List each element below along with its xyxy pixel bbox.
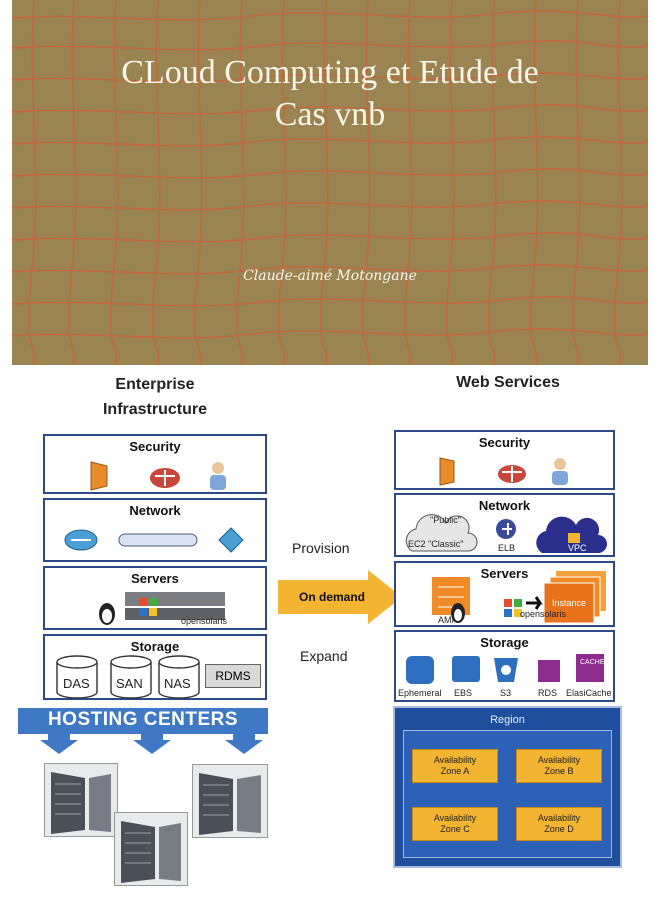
enterprise-storage-panel: Storage DAS SAN NAS RDMS: [43, 634, 267, 700]
enterprise-network-label: Network: [129, 503, 181, 518]
title-line-1: CLoud Computing et Etude de: [121, 54, 539, 91]
enterprise-servers-label: Servers: [131, 571, 179, 586]
aws-security-icons: [439, 457, 568, 486]
storage-item-das: DAS: [63, 676, 90, 691]
availability-zone-b: Availability Zone B: [516, 749, 602, 783]
vpc-label: VPC: [568, 543, 587, 553]
enterprise-servers-panel: Servers opensolaris: [43, 566, 267, 630]
instance-stack-icon: [543, 571, 606, 624]
enterprise-heading: Enterprise Infrastructure: [60, 372, 250, 422]
storage-cylinders: [56, 655, 200, 699]
on-demand-arrow: [278, 570, 402, 624]
ec2-classic-label: EC2 "Classic": [408, 539, 464, 549]
aws-security-label: Security: [478, 435, 531, 450]
zone-d-line-1: Availability: [537, 813, 581, 823]
expand-label: Expand: [300, 648, 348, 664]
enterprise-opensolaris-label: opensolaris: [181, 616, 228, 626]
aws-server-icons: [432, 571, 606, 624]
aws-storage-panel: Storage CACHE Ephemeral EBS S3 RDS Elasi…: [394, 630, 615, 702]
aws-servers-panel: Servers AMI Instance opensolaris: [394, 561, 615, 627]
aws-servers-label: Servers: [480, 566, 529, 581]
rds-icon: [538, 660, 560, 682]
hosting-centers-bar: HOSTING CENTERS: [18, 708, 268, 754]
network-icons: [64, 527, 244, 553]
router-icon: [498, 465, 526, 483]
zone-c-line-2: Zone C: [440, 824, 470, 834]
vpc-cloud-icon: [536, 516, 607, 553]
author-name: Claude-aimé Motongane: [243, 268, 417, 284]
ami-label: AMI: [438, 615, 455, 625]
book-cover: CLoud Computing et Etude de Cas vnb Clau…: [12, 0, 648, 365]
public-label: "Public": [430, 515, 461, 525]
enterprise-heading-line-2: Infrastructure: [102, 401, 208, 418]
storage-item-san: SAN: [116, 676, 143, 691]
datacenter-photo: [44, 763, 118, 837]
aws-storage-label: Storage: [480, 635, 529, 650]
availability-zone-a: Availability Zone A: [412, 749, 498, 783]
linux-icon: [99, 603, 115, 625]
windows-icon: [139, 598, 157, 616]
zone-b-line-1: Availability: [537, 755, 581, 765]
datacenter-photo: [192, 764, 268, 838]
aws-storage-icons: [406, 654, 604, 684]
cache-label: CACHE: [580, 659, 605, 666]
enterprise-security-label: Security: [129, 439, 181, 454]
aws-opensolaris-label: opensolaris: [520, 609, 567, 619]
security-icons: [90, 461, 226, 491]
region-box: Region Availability Zone A Availability …: [393, 706, 622, 868]
storage-item-s3: S3: [500, 688, 512, 698]
datacenter-photo: [114, 812, 188, 886]
firewall-icon: [90, 461, 108, 491]
instance-label: Instance: [552, 598, 587, 608]
router-icon: [64, 529, 98, 551]
zone-a-line-2: Zone A: [440, 766, 470, 776]
provision-label: Provision: [292, 540, 350, 556]
on-demand-label: On demand: [298, 590, 365, 604]
aws-security-panel: Security: [394, 430, 615, 490]
enterprise-storage-label: Storage: [130, 639, 180, 654]
region-label: Region: [490, 714, 525, 726]
linux-icon: [451, 603, 465, 623]
zone-d-line-2: Zone D: [544, 824, 574, 834]
ephemeral-icon: [406, 656, 434, 684]
storage-item-ebs: EBS: [454, 688, 473, 698]
router-icon: [150, 468, 180, 488]
enterprise-security-panel: Security: [43, 434, 267, 494]
storage-item-ephemeral: Ephemeral: [398, 688, 442, 698]
aws-network-icons: [405, 514, 607, 553]
elasticache-icon: [576, 654, 604, 682]
zone-a-line-1: Availability: [433, 755, 477, 765]
web-services-heading: Web Services: [456, 374, 560, 391]
availability-zone-c: Availability Zone C: [412, 807, 498, 841]
hosting-arrows: [18, 708, 268, 754]
user-icon: [552, 458, 568, 485]
availability-zones-grid: Availability Zone A Availability Zone B …: [403, 730, 612, 858]
book-title: CLoud Computing et Etude de Cas vnb: [12, 52, 648, 136]
storage-item-nas: NAS: [164, 676, 191, 691]
enterprise-network-panel: Network: [43, 498, 267, 562]
hosting-centers-label: HOSTING CENTERS: [47, 709, 239, 730]
network-bus-icon: [118, 533, 198, 547]
storage-item-rdms: RDMS: [205, 664, 261, 688]
switch-icon: [218, 527, 244, 553]
woven-texture: [12, 0, 648, 365]
ebs-icon: [452, 656, 480, 682]
windows-icon: [504, 599, 522, 617]
zone-c-line-1: Availability: [433, 813, 477, 823]
elb-icon: [496, 519, 516, 539]
title-line-2: Cas vnb: [274, 96, 386, 133]
elb-label: ELB: [498, 543, 516, 553]
zone-b-line-2: Zone B: [544, 766, 574, 776]
s3-icon: [494, 658, 518, 682]
availability-zone-d: Availability Zone D: [516, 807, 602, 841]
storage-item-elasticache: ElasiCache: [566, 688, 612, 698]
aws-network-panel: Network "Public" EC2 "Classic" ELB VPC: [394, 493, 615, 557]
aws-network-label: Network: [478, 498, 531, 513]
storage-item-rds: RDS: [538, 688, 558, 698]
user-icon: [210, 462, 226, 490]
firewall-icon: [439, 457, 455, 486]
cloud-icon: [405, 514, 478, 552]
enterprise-heading-line-1: Enterprise: [115, 376, 195, 393]
server-icons: [99, 592, 225, 625]
